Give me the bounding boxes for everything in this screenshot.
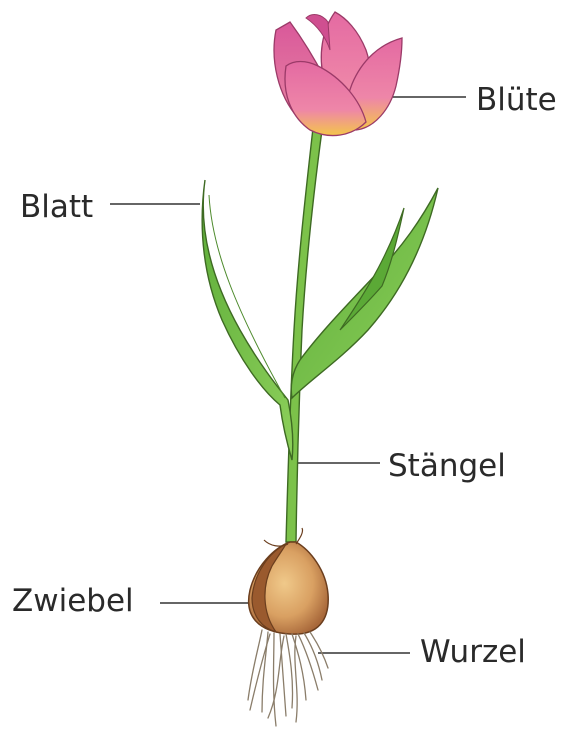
label-wurzel: Wurzel: [420, 637, 526, 668]
label-staengel: Stängel: [388, 451, 506, 482]
label-blatt: Blatt: [20, 192, 93, 223]
label-bluete: Blüte: [476, 85, 557, 116]
stem: [286, 128, 322, 542]
roots: [248, 630, 328, 726]
tulip-flower: [274, 12, 402, 136]
left-leaf: [202, 180, 293, 460]
label-zwiebel: Zwiebel: [12, 586, 134, 617]
bulb: [249, 528, 329, 634]
